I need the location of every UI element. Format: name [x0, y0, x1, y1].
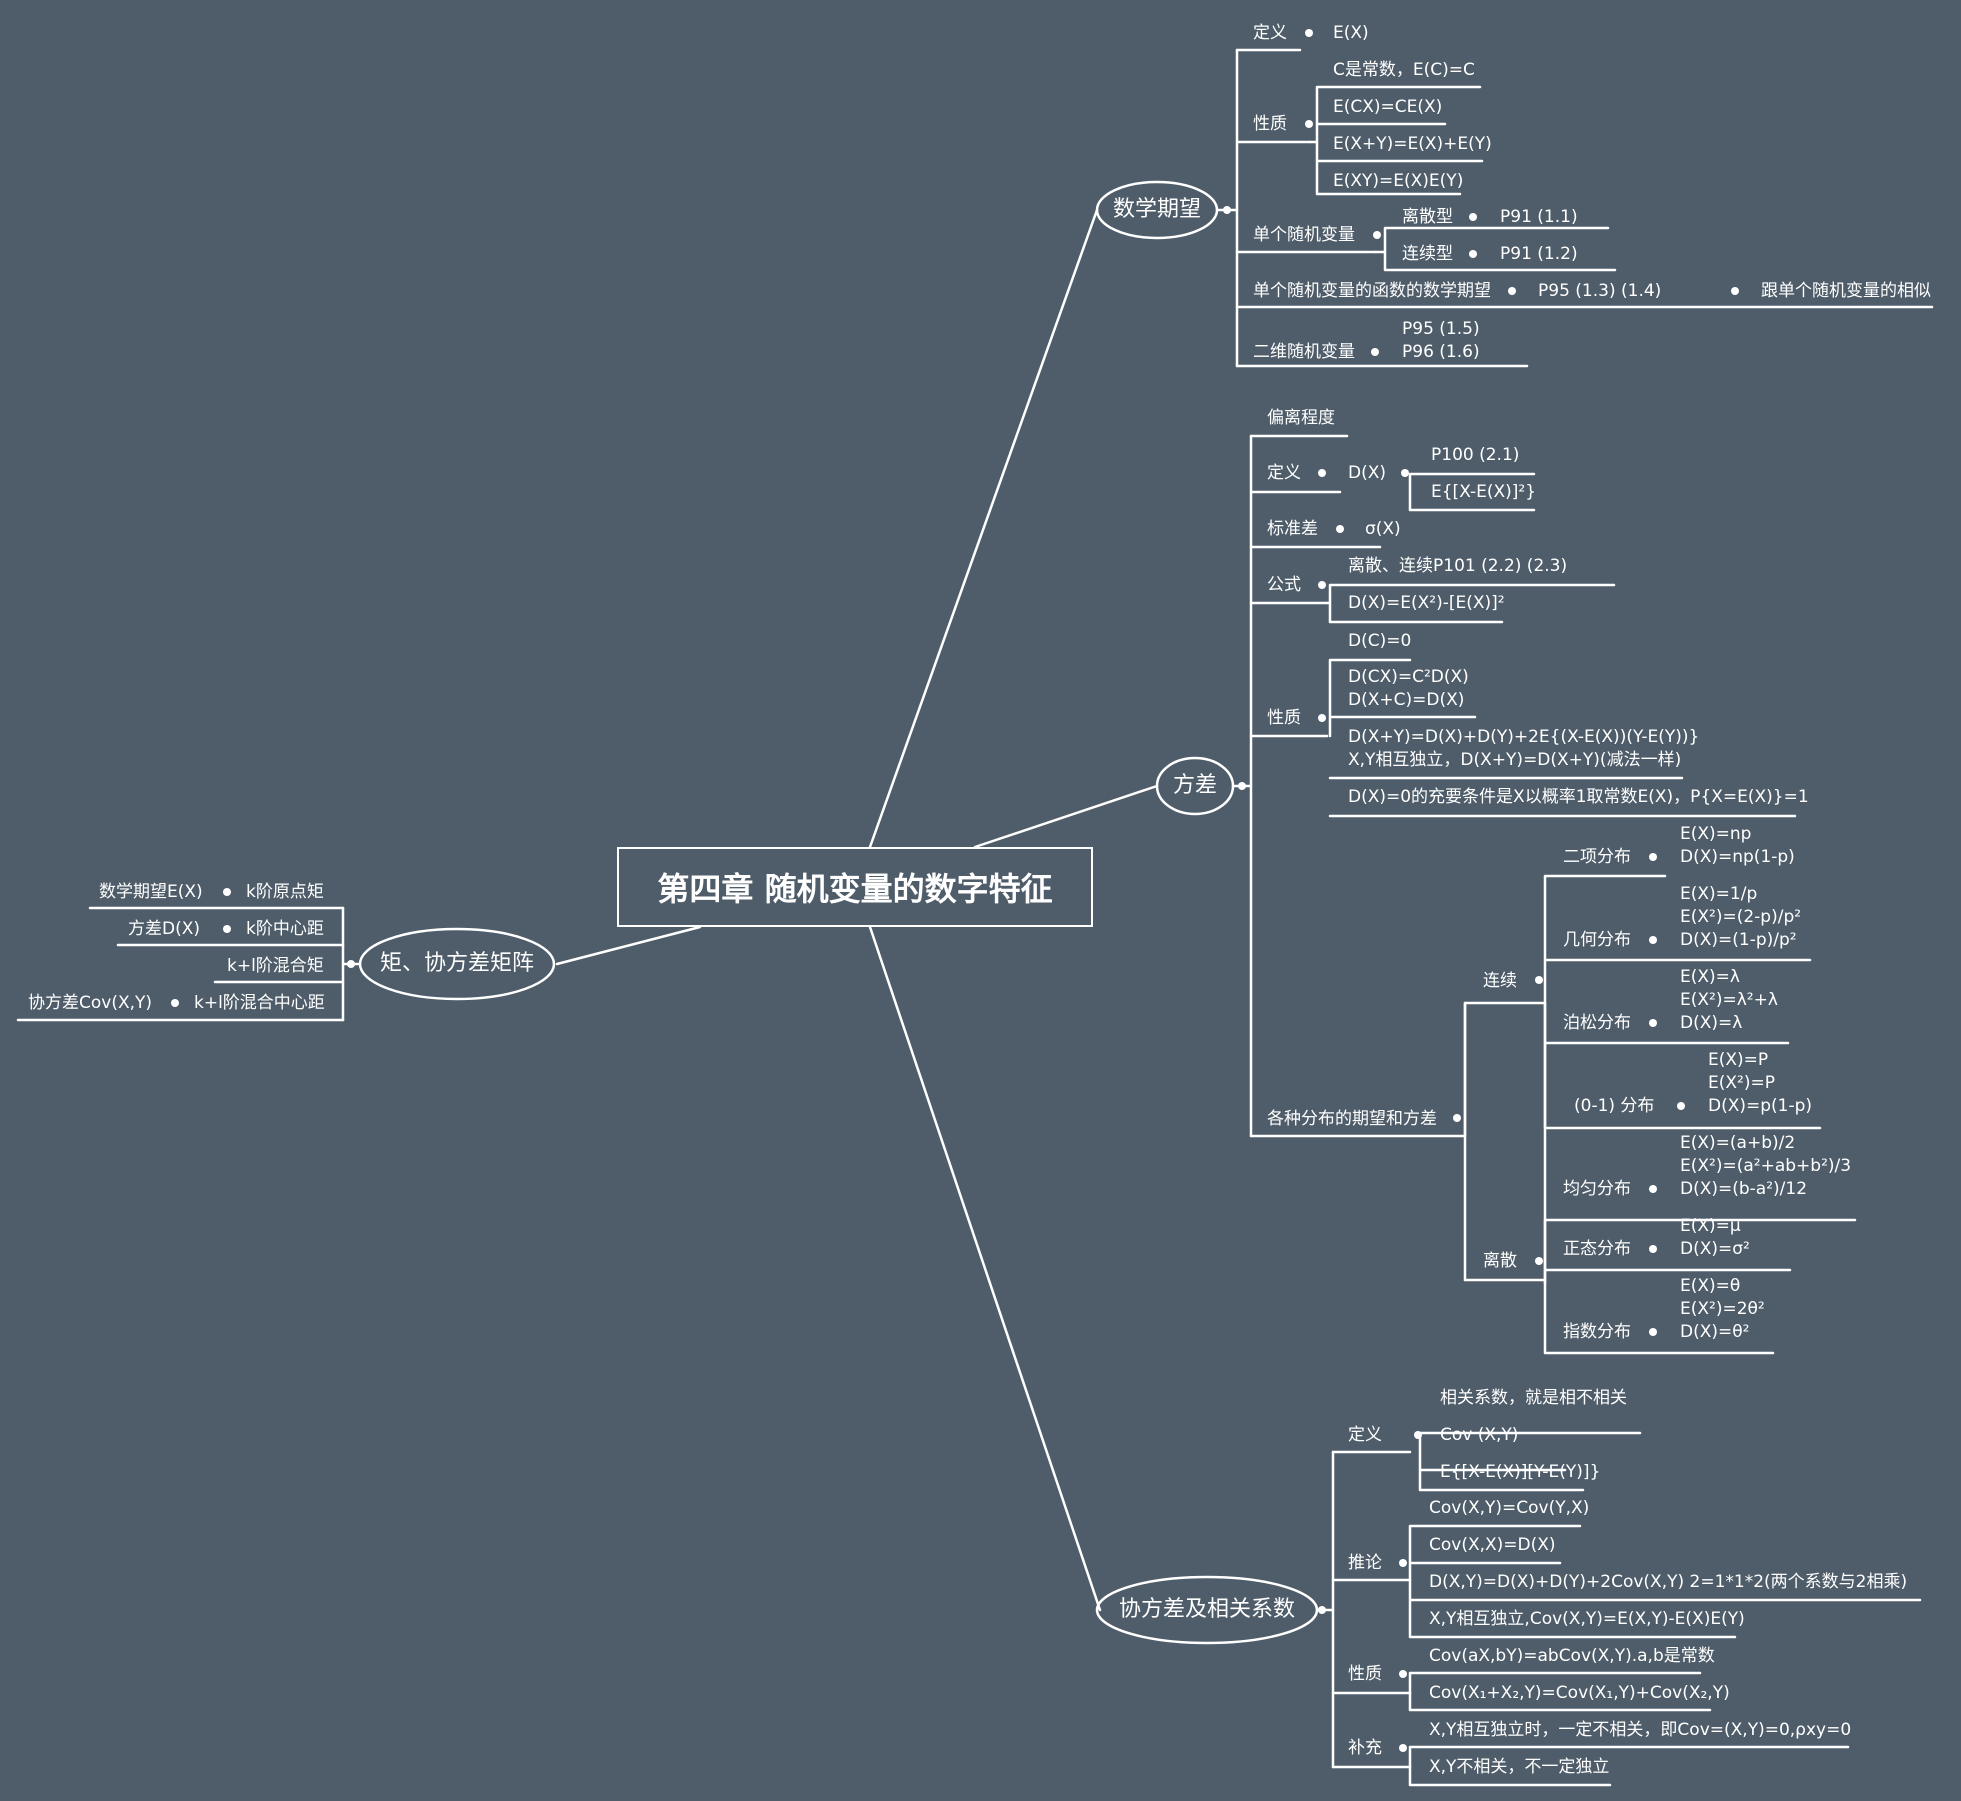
var-prop-item: D(C)=0: [1348, 631, 1412, 651]
var-def-value: D(X): [1348, 463, 1387, 483]
exp-prop-item: E(XY)=E(X)E(Y): [1333, 171, 1464, 191]
cov-cor-item: Cov(X,Y)=Cov(Y,X): [1429, 1498, 1590, 1518]
exp-prop-item: E(CX)=CE(X): [1333, 97, 1443, 117]
branch-moments[interactable]: 矩、协方差矩阵: [379, 951, 534, 976]
dist-name: 正态分布: [1563, 1239, 1631, 1259]
exp-twodim-line: P95 (1.5): [1402, 319, 1480, 339]
var-prop-item: X,Y相互独立，D(X+Y)=D(X+Y)(减法一样): [1348, 750, 1682, 770]
var-formula-item: 离散、连续P101 (2.2) (2.3): [1348, 556, 1568, 576]
branch-expectation[interactable]: 数学期望: [1112, 197, 1201, 222]
exp-single-continuous-ref: P91 (1.2): [1500, 244, 1578, 264]
dist-name: 指数分布: [1563, 1322, 1631, 1342]
dist-name: (0-1) 分布: [1574, 1096, 1655, 1116]
exp-def-value: E(X): [1333, 23, 1369, 43]
dist-line: D(X)=p(1-p): [1708, 1096, 1813, 1116]
var-formula-item: D(X)=E(X²)-[E(X)]²: [1348, 593, 1505, 613]
dist-line: D(X)=σ²: [1680, 1239, 1750, 1259]
dist-name: 泊松分布: [1563, 1013, 1631, 1033]
dist-line: E(X)=θ: [1680, 1276, 1741, 1296]
dist-name: 均匀分布: [1563, 1179, 1631, 1199]
exp-single-continuous: 连续型: [1402, 244, 1453, 264]
dist-line: E(X)=np: [1680, 824, 1752, 844]
exp-def-label: 定义: [1253, 23, 1287, 43]
cov-supp-item: X,Y相互独立时，一定不相关，即Cov=(X,Y)=0,ρxy=0: [1429, 1720, 1852, 1740]
exp-function-label: 单个随机变量的函数的数学期望: [1253, 281, 1491, 301]
mom-right: k+l阶混合中心距: [194, 993, 325, 1013]
dist-line: E(X)=1/p: [1680, 884, 1758, 904]
branch-covariance[interactable]: 协方差及相关系数: [1118, 1597, 1295, 1622]
exp-single-label: 单个随机变量: [1253, 225, 1355, 245]
var-prop-item: D(X+Y)=D(X)+D(Y)+2E{(X-E(X))(Y-E(Y))}: [1348, 727, 1700, 747]
exp-prop-item: C是常数，E(C)=C: [1333, 60, 1475, 80]
dist-line: E(X²)=(a²+ab+b²)/3: [1680, 1156, 1852, 1176]
cov-def-item: E{[X-E(X)][Y-E(Y)]}: [1440, 1462, 1601, 1482]
var-def-item: E{[X-E(X)]²}: [1431, 482, 1537, 502]
var-std-value: σ(X): [1365, 519, 1401, 539]
dist-line: D(X)=λ: [1680, 1013, 1743, 1033]
root-topic[interactable]: 第四章 随机变量的数字特征: [617, 847, 1093, 927]
exp-twodim-label: 二维随机变量: [1253, 342, 1355, 362]
var-prop-label: 性质: [1267, 708, 1301, 728]
exp-single-discrete: 离散型: [1402, 207, 1453, 227]
cov-cor-item: X,Y相互独立,Cov(X,Y)=E(X,Y)-E(X)E(Y): [1429, 1609, 1745, 1629]
mom-right: k阶中心距: [246, 919, 324, 939]
cov-def-label: 定义: [1348, 1425, 1382, 1445]
var-formula-label: 公式: [1267, 575, 1301, 595]
var-prop-item: D(X+C)=D(X): [1348, 690, 1465, 710]
mom-right: k阶原点矩: [246, 882, 324, 902]
exp-function-ref: P95 (1.3) (1.4): [1538, 281, 1662, 301]
cov-supp-label: 补充: [1348, 1738, 1382, 1758]
dist-name: 二项分布: [1563, 847, 1631, 867]
dist-line: E(X)=μ: [1680, 1216, 1741, 1236]
cov-cor-label: 推论: [1348, 1553, 1382, 1573]
cov-cor-item: D(X,Y)=D(X)+D(Y)+2Cov(X,Y) 2=1*1*2(两个系数与…: [1429, 1572, 1908, 1592]
var-prop-item: D(X)=0的充要条件是X以概率1取常数E(X)，P{X=E(X)}=1: [1348, 787, 1809, 807]
exp-single-discrete-ref: P91 (1.1): [1500, 207, 1578, 227]
var-def-item: P100 (2.1): [1431, 445, 1520, 465]
dist-line: D(X)=(1-p)/p²: [1680, 930, 1797, 950]
cov-supp-item: X,Y不相关，不一定独立: [1429, 1757, 1610, 1777]
mom-left: 方差D(X): [128, 919, 201, 939]
dist-line: D(X)=θ²: [1680, 1322, 1750, 1342]
mom-right: k+l阶混合矩: [227, 956, 324, 976]
exp-twodim-line: P96 (1.6): [1402, 342, 1480, 362]
exp-function-note: 跟单个随机变量的相似: [1761, 281, 1931, 301]
cov-cor-item: Cov(X,X)=D(X): [1429, 1535, 1556, 1555]
mom-left: 数学期望E(X): [99, 882, 203, 902]
var-deviation: 偏离程度: [1267, 408, 1335, 428]
dist-line: E(X²)=(2-p)/p²: [1680, 907, 1802, 927]
cov-def-item: 相关系数，就是相不相关: [1440, 1388, 1627, 1408]
dist-line: E(X²)=2θ²: [1680, 1299, 1765, 1319]
cov-def-item: Cov (X,Y): [1440, 1425, 1519, 1445]
exp-prop-label: 性质: [1253, 114, 1287, 134]
cov-prop-item: Cov(aX,bY)=abCov(X,Y).a,b是常数: [1429, 1646, 1715, 1666]
cov-prop-item: Cov(X₁+X₂,Y)=Cov(X₁,Y)+Cov(X₂,Y): [1429, 1683, 1730, 1703]
mom-left: 协方差Cov(X,Y): [28, 993, 153, 1013]
exp-prop-item: E(X+Y)=E(X)+E(Y): [1333, 134, 1492, 154]
var-prop-item: D(CX)=C²D(X): [1348, 667, 1469, 687]
dist-line: D(X)=np(1-p): [1680, 847, 1795, 867]
var-def-label: 定义: [1267, 463, 1301, 483]
cov-prop-label: 性质: [1348, 1664, 1382, 1684]
var-dist-discrete: 离散: [1483, 1251, 1517, 1271]
dist-line: E(X²)=P: [1708, 1073, 1775, 1093]
dist-line: E(X)=(a+b)/2: [1680, 1133, 1796, 1153]
dist-line: E(X²)=λ²+λ: [1680, 990, 1778, 1010]
dist-name: 几何分布: [1563, 930, 1631, 950]
dist-line: E(X)=P: [1708, 1050, 1769, 1070]
branch-variance[interactable]: 方差: [1172, 773, 1217, 798]
var-std-label: 标准差: [1267, 519, 1318, 539]
dist-line: E(X)=λ: [1680, 967, 1740, 987]
dist-line: D(X)=(b-a²)/12: [1680, 1179, 1808, 1199]
var-dist-label: 各种分布的期望和方差: [1267, 1109, 1437, 1129]
var-dist-continuous: 连续: [1483, 971, 1517, 991]
